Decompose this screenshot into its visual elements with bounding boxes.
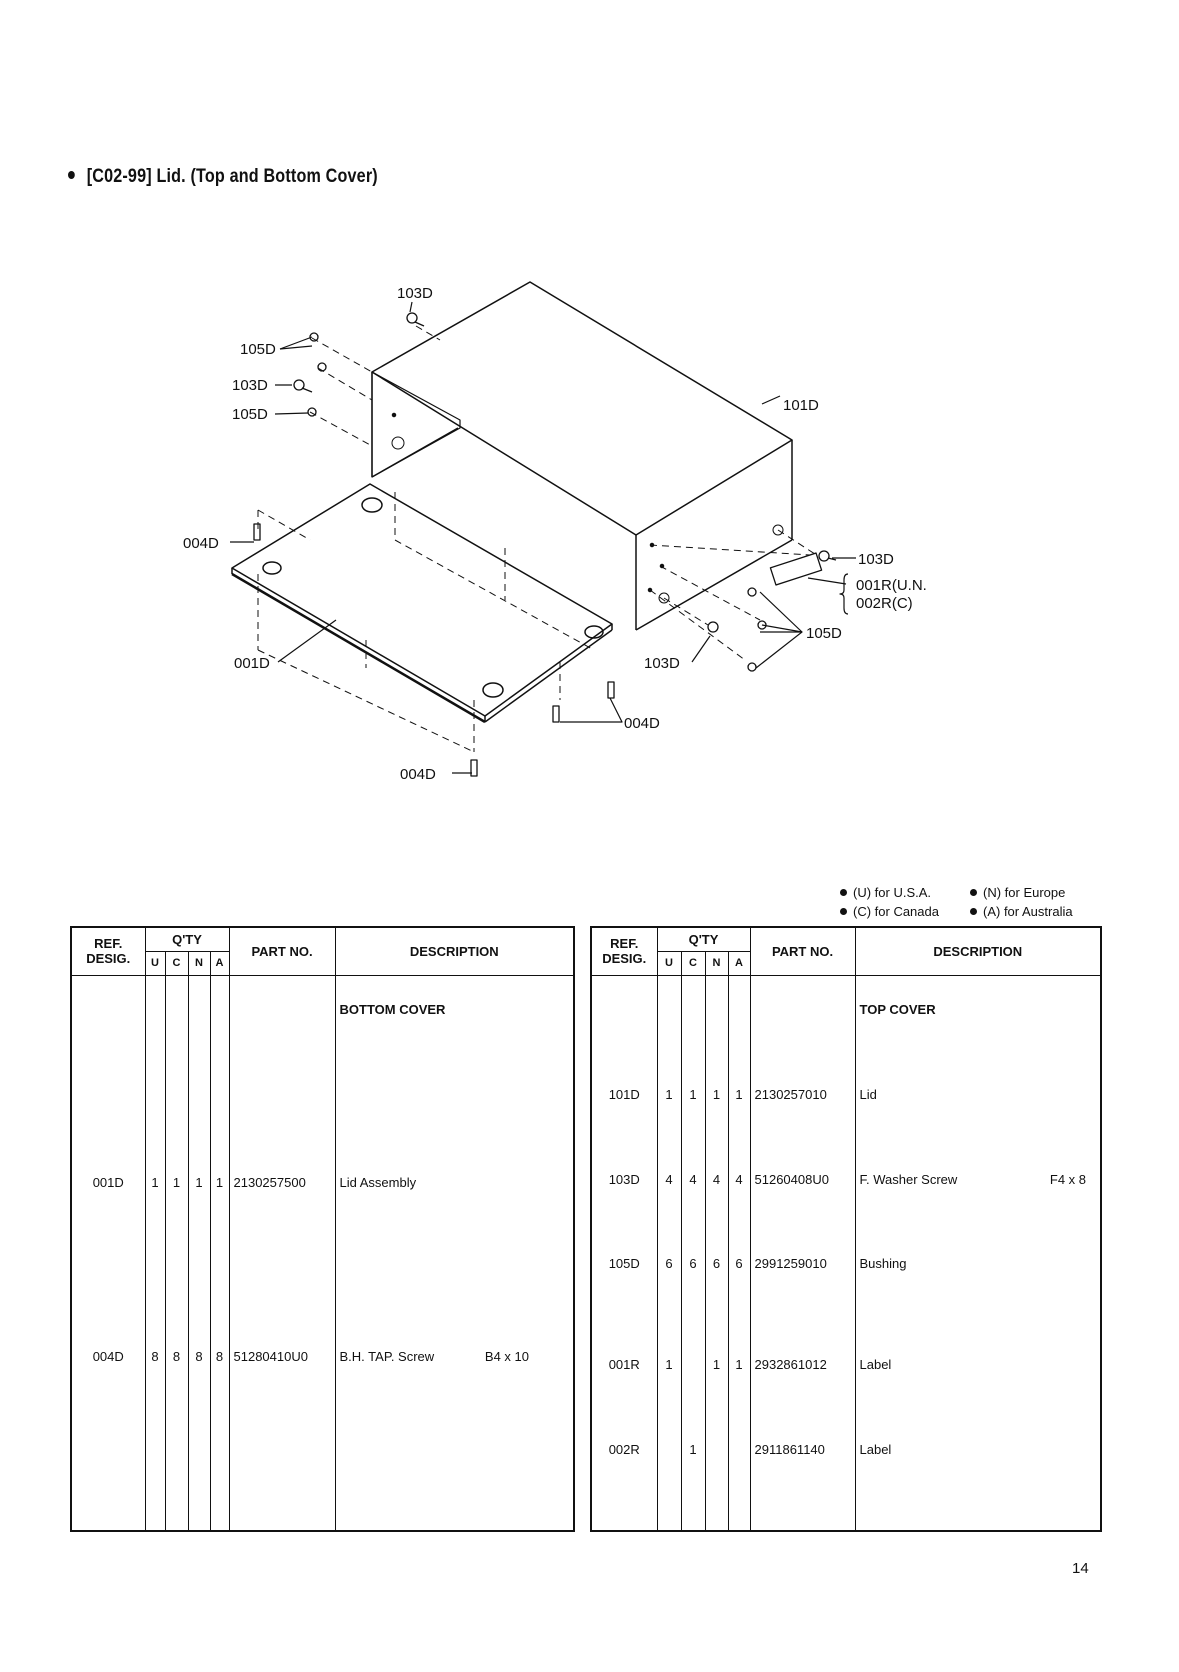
legend-australia: (A) for Australia (970, 904, 1073, 919)
qty-c-header: C (164, 950, 189, 976)
table-row: 101D 1 1 1 1 2130257010 Lid (590, 1085, 1102, 1171)
bullet-icon (970, 908, 977, 916)
ref-desig-header: REF.DESIG. (590, 927, 658, 976)
section-title: BOTTOM COVER (334, 1001, 575, 1175)
legend-canada: (C) for Canada (840, 904, 939, 919)
callout-002r: 002R(C) (856, 595, 913, 612)
page-number: 14 (1072, 1560, 1089, 1577)
callout-103d-front: 103D (644, 655, 680, 672)
table-row: 105D 6 6 6 6 2991259010 Bushing (590, 1255, 1102, 1341)
top-cover-drawing (371, 281, 793, 631)
callout-103d-top: 103D (397, 285, 433, 302)
qty-u-header: U (144, 950, 166, 976)
callout-101d: 101D (783, 397, 819, 414)
description-header: DESCRIPTION (854, 927, 1102, 976)
bottom-cover-parts-table: REF.DESIG. Q'TY PART NO. DESCRIPTION U C… (70, 926, 576, 1532)
table-row: 001R 1 1 1 2932861012 Label (590, 1356, 1102, 1442)
bullet-icon (840, 889, 847, 897)
callout-105d-right: 105D (806, 625, 842, 642)
diagram-callouts: 103D 105D 103D 105D 101D 004D 103D 001R(… (183, 285, 927, 783)
table-row: 002R 1 2911861140 Label (590, 1441, 1102, 1526)
page-title: [C02-99] Lid. (Top and Bottom Cover) (68, 166, 378, 188)
callout-103d-left: 103D (232, 377, 268, 394)
bullet-icon (68, 170, 75, 179)
title-text: [C02-99] Lid. (Top and Bottom Cover) (86, 166, 378, 187)
qty-header: Q'TY (656, 927, 751, 951)
description-header: DESCRIPTION (334, 927, 575, 976)
bullet-icon (970, 889, 977, 897)
leader-lines (230, 301, 856, 774)
callout-004d-front: 004D (624, 715, 660, 732)
qty-n-header: N (187, 950, 211, 976)
hardware-parts (253, 312, 837, 777)
qty-n-header: N (704, 950, 729, 976)
callout-105d-a: 105D (240, 341, 276, 358)
explode-lines (257, 325, 819, 753)
qty-a-header: A (209, 950, 230, 976)
ref-desig-header: REF.DESIG. (70, 927, 146, 976)
callout-001r: 001R(U.N. (856, 577, 927, 594)
part-no-header: PART NO. (749, 927, 856, 976)
table-row: 001D 1 1 1 1 2130257500 Lid Assembly (70, 1174, 575, 1348)
qty-u-header: U (656, 950, 682, 976)
section-title: TOP COVER (854, 1001, 1102, 1086)
exploded-view-diagram: 103D 105D 103D 105D 101D 004D 103D 001R(… (183, 281, 927, 783)
part-no-header: PART NO. (228, 927, 336, 976)
bullet-icon (840, 908, 847, 916)
bottom-cover-drawing (231, 483, 613, 724)
qty-c-header: C (680, 950, 706, 976)
legend-europe: (N) for Europe (970, 885, 1065, 900)
callout-001d: 001D (234, 655, 270, 672)
callout-004d-left: 004D (183, 535, 219, 552)
qty-a-header: A (727, 950, 751, 976)
callout-105d-b: 105D (232, 406, 268, 423)
legend-usa: (U) for U.S.A. (840, 885, 931, 900)
top-cover-parts-table: REF.DESIG. Q'TY PART NO. DESCRIPTION U C… (590, 926, 1103, 1532)
callout-103d-right: 103D (858, 551, 894, 568)
callout-004d-bottom: 004D (400, 766, 436, 783)
qty-header: Q'TY (144, 927, 230, 951)
